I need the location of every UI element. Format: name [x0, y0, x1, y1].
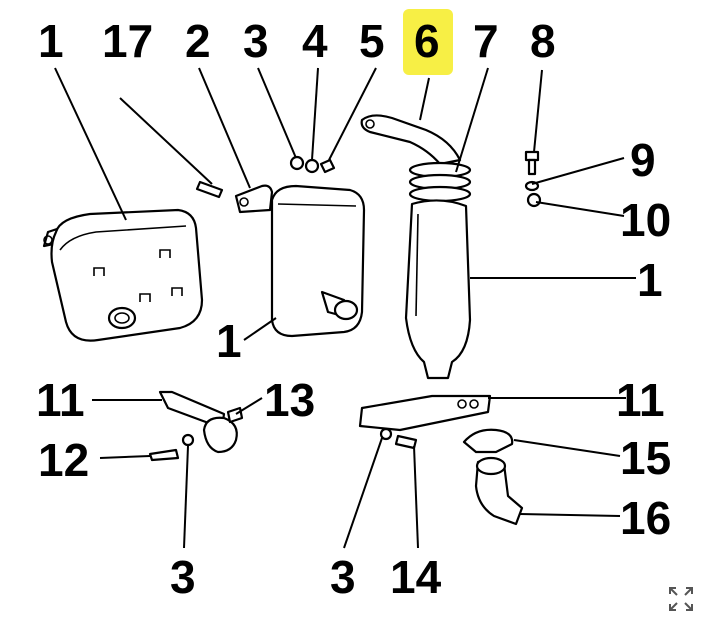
- callout-3-nut: 3: [243, 15, 269, 67]
- callout-13: 13: [264, 374, 315, 426]
- callout-11-bracket: 11: [616, 374, 665, 426]
- muffler-side-view: [234, 184, 366, 338]
- callout-5: 5: [359, 15, 385, 67]
- muffler-front-view: [42, 208, 204, 342]
- callout-16: 16: [620, 492, 671, 544]
- callout-3-washer-right: 3: [330, 551, 356, 603]
- callout-6: 6: [414, 15, 440, 67]
- expand-button[interactable]: [668, 586, 694, 612]
- highlight-marker: [403, 9, 453, 75]
- callout-2: 2: [185, 15, 211, 67]
- callout-14: 14: [390, 551, 442, 603]
- mounting-bracket: [358, 394, 492, 450]
- callout-12: 12: [38, 434, 89, 486]
- callout-15: 15: [620, 432, 671, 484]
- callout-7: 7: [473, 15, 499, 67]
- gasket-stack: [408, 161, 472, 203]
- callout-numbers: 1 17 2 3 4 5 6 7 8 9 10 1 1 11 13 12 3 1…: [36, 15, 671, 603]
- callout-1-cylinder: 1: [637, 254, 663, 306]
- callout-17: 17: [102, 15, 153, 67]
- callout-10: 10: [620, 194, 671, 246]
- callout-9: 9: [630, 134, 656, 186]
- bolt-washer-nut: [524, 150, 542, 208]
- callout-1-left-muffler: 1: [38, 15, 64, 67]
- expand-arrows-icon: [669, 587, 693, 611]
- callout-8: 8: [530, 15, 556, 67]
- exhaust-pipe-part: [360, 114, 462, 166]
- clamp-bracket: [148, 390, 244, 462]
- callout-1-side-muffler: 1: [216, 315, 242, 367]
- callout-11-clamp: 11: [36, 374, 85, 426]
- callout-3-washer-left: 3: [170, 551, 196, 603]
- callout-4: 4: [302, 15, 328, 67]
- stud-part: [195, 180, 224, 199]
- cylindrical-muffler-part: [404, 199, 472, 380]
- flange-and-elbow: [462, 428, 524, 526]
- leader-lines: [54, 67, 636, 549]
